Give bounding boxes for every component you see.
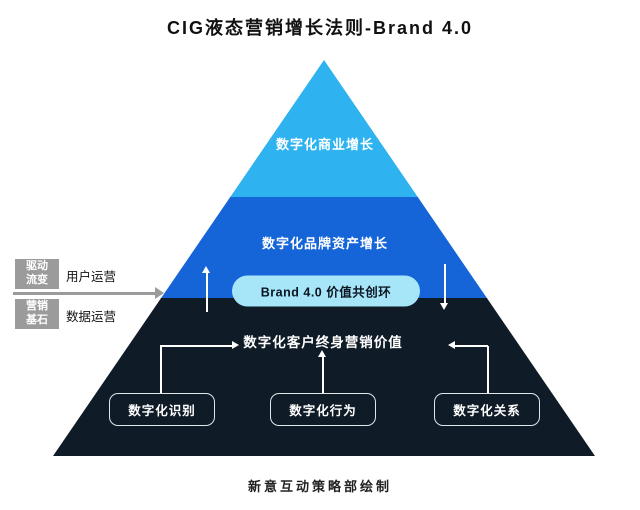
gray-arrow-line [13,292,155,295]
pyramid-layer-top [53,60,595,197]
footer-credit: 新意互动策略部绘制 [247,479,392,494]
layer-middle-label: 数字化品牌资产增长 [261,236,389,251]
brand-pill: Brand 4.0 价值共创环 [232,275,420,307]
driver-box-line1: 驱动 [26,260,48,273]
user-operation-label: 用户运营 [66,270,117,284]
base-box: 营销 基石 [15,299,59,329]
box-digital-behavior: 数字化行为 [270,393,376,426]
box-digital-relation: 数字化关系 [434,393,540,426]
layer-top-label: 数字化商业增长 [275,137,375,152]
pyramid-layer-bottom [53,298,595,456]
base-box-line1: 营销 [26,300,48,313]
gray-arrow-icon [155,287,164,299]
page-title: CIG液态营销增长法则-Brand 4.0 [166,18,474,38]
driver-box-line2: 流变 [26,274,48,286]
driver-box: 驱动 流变 [15,259,59,289]
box-digital-identify: 数字化识别 [109,393,215,426]
base-box-line2: 基石 [26,314,48,326]
data-operation-label: 数据运营 [66,310,117,324]
bottom-heading: 数字化客户终身营销价值 [243,335,403,350]
